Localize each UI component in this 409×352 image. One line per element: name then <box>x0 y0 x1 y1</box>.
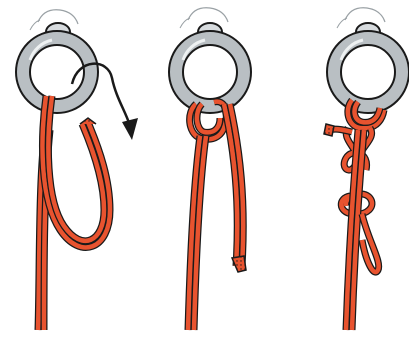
rope <box>324 100 384 330</box>
metal-ring <box>23 38 91 106</box>
rope <box>38 96 110 330</box>
metal-ring <box>176 38 244 106</box>
rope <box>188 102 246 330</box>
panel-step-1 <box>23 10 138 330</box>
metal-ring <box>334 38 402 106</box>
panel-step-3 <box>324 8 402 330</box>
panel-step-2 <box>176 8 246 330</box>
